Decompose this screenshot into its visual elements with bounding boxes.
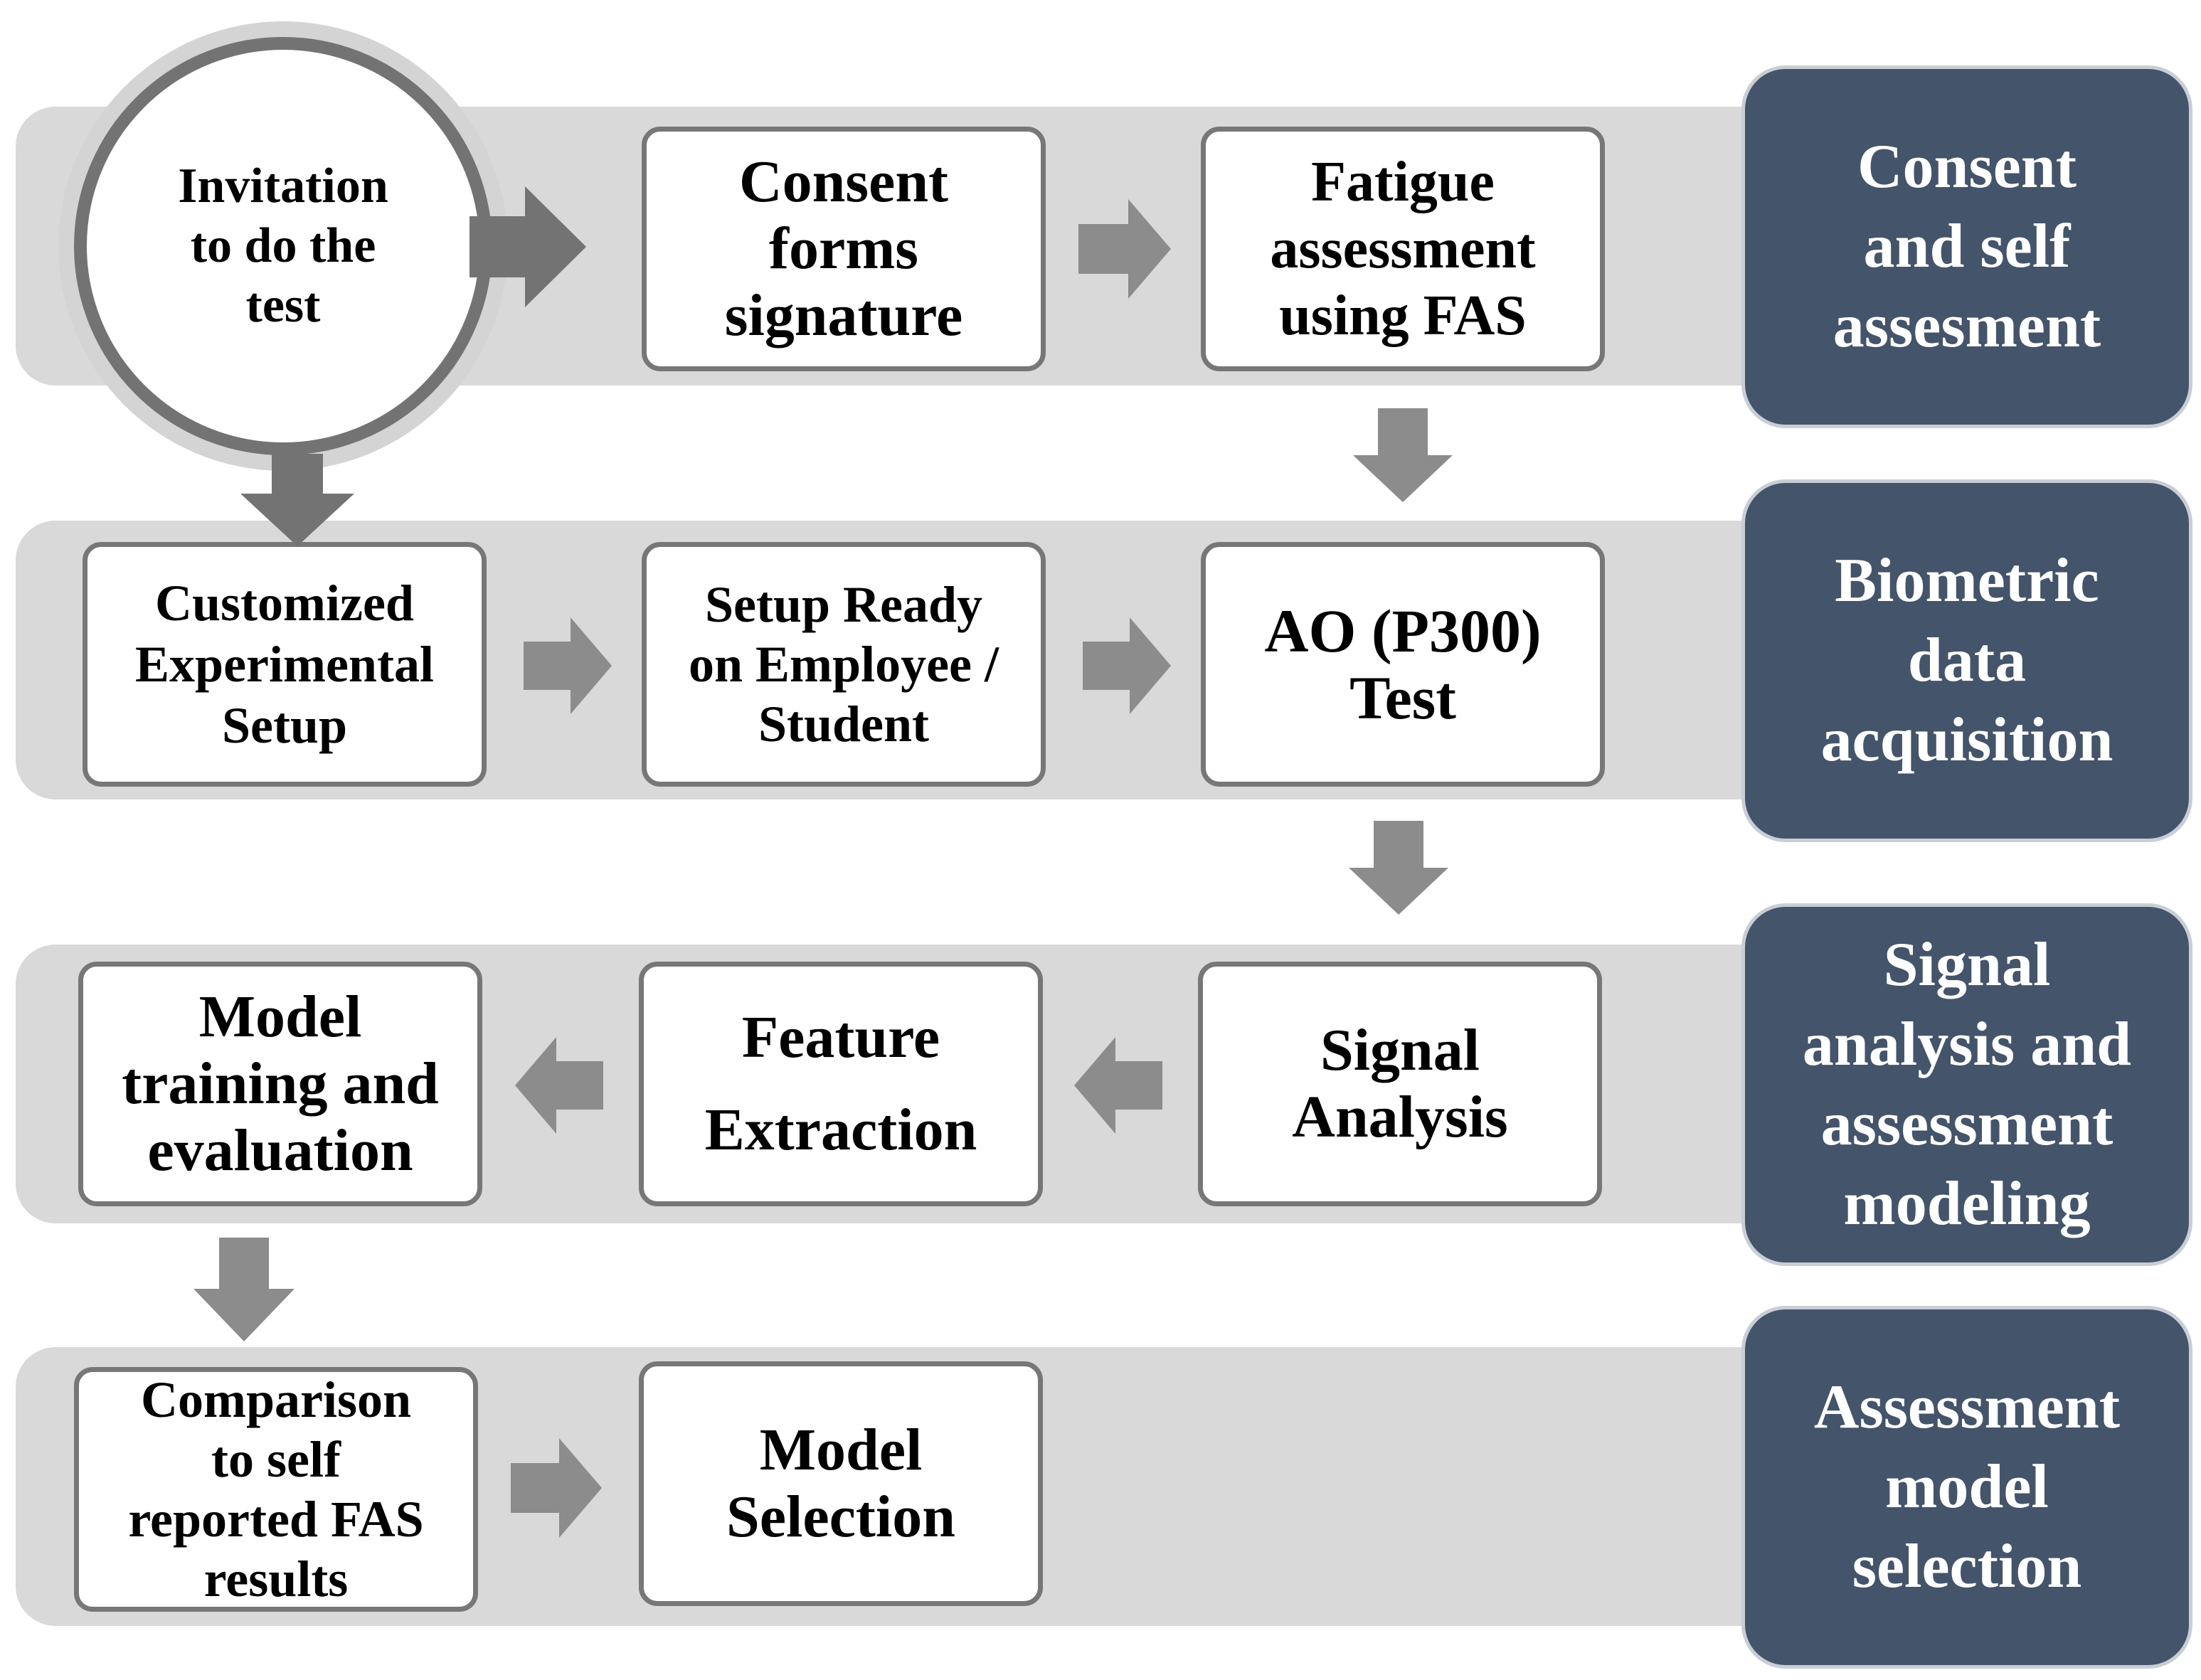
signal-analysis-box: Signal Analysis (1198, 962, 1602, 1206)
setup-ready-box: Setup Ready on Employee / Student (642, 542, 1046, 787)
stage-label-biometric: Biometric data acquisition (1741, 479, 2192, 842)
arrow-invitation-to-consent (470, 186, 586, 307)
customized-setup-box: Customized Experimental Setup (83, 542, 487, 787)
arrow-model-training-to-comparison (193, 1238, 295, 1341)
stage-label-signal-analysis: Signal analysis and assessment modeling (1741, 903, 2192, 1266)
fatigue-assessment-box: Fatigue assessment using FAS (1201, 127, 1605, 371)
ao-test-box: AO (P300) Test (1201, 542, 1605, 787)
invitation-circle: Invitation to do the test (74, 37, 492, 455)
arrow-ao-test-to-signal-analysis (1349, 821, 1448, 915)
arrow-customized-to-setup-ready (524, 617, 612, 714)
comparison-box: Comparison to self reported FAS results (74, 1367, 478, 1612)
model-training-box: Model training and evaluation (78, 962, 482, 1206)
stage-label-consent: Consent and self assesment (1741, 65, 2192, 428)
model-selection-box: Model Selection (639, 1361, 1043, 1606)
feature-extraction-box: Feature Extraction (639, 962, 1043, 1206)
arrow-setup-ready-to-ao-test (1083, 617, 1171, 714)
arrow-signal-to-feature-extraction (1074, 1037, 1162, 1134)
arrow-feature-to-model-training (515, 1037, 603, 1134)
arrow-fatigue-to-ao-test (1353, 408, 1453, 502)
stage-label-model-selection: Assessment model selection (1741, 1306, 2192, 1669)
arrow-consent-to-fatigue (1078, 199, 1171, 299)
consent-forms-box: Consent forms signature (642, 127, 1046, 371)
arrow-comparison-to-model-selection (511, 1438, 602, 1538)
arrow-invitation-to-customized-setup (240, 454, 354, 546)
